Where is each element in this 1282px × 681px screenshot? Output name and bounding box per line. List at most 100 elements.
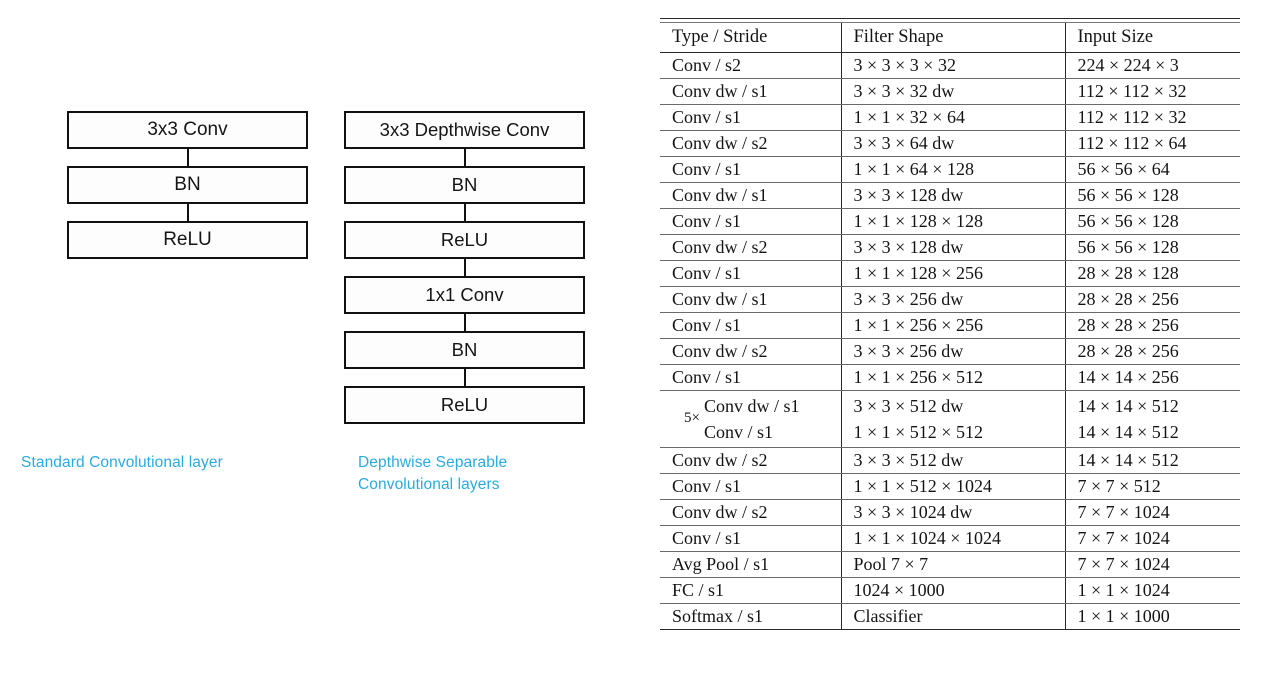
cell-type: Conv dw / s2 — [660, 338, 841, 365]
cell-input: 7 × 7 × 512 — [1064, 473, 1240, 500]
cell-filter: 1024 × 1000 — [840, 577, 1065, 604]
cell-type: Conv / s2 — [660, 52, 841, 79]
architecture-table: Type / Stride Filter Shape Input Size Co… — [660, 23, 1240, 629]
table-top-rule — [660, 18, 1240, 23]
cell-input-line-2: 14 × 14 × 512 — [1077, 421, 1179, 442]
cell-type: Conv / s1 — [660, 260, 841, 287]
table-bottom-rule — [660, 629, 1240, 630]
table-row: Conv dw / s1 3 × 3 × 256 dw 28 × 28 × 25… — [660, 286, 1240, 313]
cell-type: Conv / s1 — [660, 208, 841, 235]
cell-type: Conv dw / s2 — [660, 234, 841, 261]
flow-box-relu-1: ReLU — [344, 221, 585, 259]
cell-filter: 1 × 1 × 1024 × 1024 — [840, 525, 1065, 552]
flow-box-bn-1: BN — [344, 166, 585, 204]
cell-filter: 3 × 3 × 256 dw — [840, 338, 1065, 365]
repeat-multiplier: 5× — [684, 410, 700, 426]
cell-input: 28 × 28 × 128 — [1064, 260, 1240, 287]
cell-filter: 3 × 3 × 256 dw — [840, 286, 1065, 313]
flow-box-conv1x1: 1x1 Conv — [344, 276, 585, 314]
cell-filter: 1 × 1 × 32 × 64 — [840, 104, 1065, 131]
architecture-table-panel: Type / Stride Filter Shape Input Size Co… — [660, 18, 1240, 630]
flow-box-bn: BN — [67, 166, 308, 204]
cell-filter: 3 × 3 × 128 dw — [840, 182, 1065, 209]
flow-connector — [67, 149, 308, 166]
cell-type: Avg Pool / s1 — [660, 551, 841, 578]
cell-filter: 3 × 3 × 64 dw — [840, 130, 1065, 157]
table-row: Conv / s1 1 × 1 × 1024 × 1024 7 × 7 × 10… — [660, 525, 1240, 552]
flow-connector — [344, 204, 585, 221]
cell-type-line-2: Conv / s1 — [703, 421, 773, 442]
column-header-type-stride: Type / Stride — [660, 23, 841, 53]
cell-type: Conv / s1 — [660, 312, 841, 339]
cell-type: Conv dw / s2 — [660, 499, 841, 526]
table-row: Conv / s1 1 × 1 × 256 × 512 14 × 14 × 25… — [660, 364, 1240, 391]
cell-input: 56 × 56 × 128 — [1064, 208, 1240, 235]
table-row: Avg Pool / s1 Pool 7 × 7 7 × 7 × 1024 — [660, 551, 1240, 578]
cell-input: 7 × 7 × 1024 — [1064, 525, 1240, 552]
cell-filter: 3 × 3 × 3 × 32 — [840, 52, 1065, 79]
cell-filter: 1 × 1 × 256 × 512 — [840, 364, 1065, 391]
column-header-input-size: Input Size — [1064, 23, 1240, 53]
table-row: Conv / s1 1 × 1 × 32 × 64 112 × 112 × 32 — [660, 104, 1240, 131]
caption-depthwise-separable: Depthwise Separable Convolutional layers — [358, 452, 568, 496]
caption-standard-conv: Standard Convolutional layer — [21, 454, 223, 471]
cell-input: 28 × 28 × 256 — [1064, 338, 1240, 365]
table-row: Softmax / s1 Classifier 1 × 1 × 1000 — [660, 603, 1240, 629]
table-row: Conv dw / s2 3 × 3 × 64 dw 112 × 112 × 6… — [660, 130, 1240, 157]
cell-input-line-1: 14 × 14 × 512 — [1077, 395, 1179, 416]
flow-connector — [344, 149, 585, 166]
table-row: Conv / s1 1 × 1 × 64 × 128 56 × 56 × 64 — [660, 156, 1240, 183]
cell-input: 14 × 14 × 512 — [1064, 447, 1240, 474]
cell-filter: Pool 7 × 7 — [840, 551, 1065, 578]
table-row: FC / s1 1024 × 1000 1 × 1 × 1024 — [660, 577, 1240, 604]
flow-box-depthwise-conv3x3: 3x3 Depthwise Conv — [344, 111, 585, 149]
cell-input: 224 × 224 × 3 — [1064, 52, 1240, 79]
cell-filter-line-2: 1 × 1 × 512 × 512 — [853, 421, 983, 442]
cell-filter: 3 × 3 × 1024 dw — [840, 499, 1065, 526]
table-row: Conv dw / s2 3 × 3 × 512 dw 14 × 14 × 51… — [660, 447, 1240, 474]
table-row: Conv dw / s2 3 × 3 × 1024 dw 7 × 7 × 102… — [660, 499, 1240, 526]
cell-type: Conv / s1 — [660, 104, 841, 131]
table-row: Conv dw / s1 3 × 3 × 32 dw 112 × 112 × 3… — [660, 78, 1240, 105]
cell-type: Conv / s1 — [660, 156, 841, 183]
table-row: Conv / s1 1 × 1 × 128 × 128 56 × 56 × 12… — [660, 208, 1240, 235]
cell-type: Conv dw / s2 — [660, 130, 841, 157]
cell-type: Conv / s1 — [660, 473, 841, 500]
cell-filter: 3 × 3 × 32 dw — [840, 78, 1065, 105]
cell-input: 7 × 7 × 1024 — [1064, 551, 1240, 578]
cell-filter: 1 × 1 × 512 × 1024 — [840, 473, 1065, 500]
standard-conv-flow: 3x3 Conv BN ReLU — [67, 111, 308, 259]
cell-input: 112 × 112 × 32 — [1064, 104, 1240, 131]
cell-filter: 1 × 1 × 128 × 256 — [840, 260, 1065, 287]
cell-type: FC / s1 — [660, 577, 841, 604]
table-row: Conv dw / s2 3 × 3 × 256 dw 28 × 28 × 25… — [660, 338, 1240, 365]
caption-line-2: Convolutional layers — [358, 476, 500, 493]
cell-repeat-type: 5× Conv dw / s1 Conv / s1 — [660, 390, 841, 448]
flow-box-conv3x3: 3x3 Conv — [67, 111, 308, 149]
table-row: Conv / s2 3 × 3 × 3 × 32 224 × 224 × 3 — [660, 52, 1240, 79]
cell-filter-line-1: 3 × 3 × 512 dw — [853, 395, 964, 416]
cell-input: 56 × 56 × 128 — [1064, 234, 1240, 261]
cell-input: 14 × 14 × 256 — [1064, 364, 1240, 391]
cell-input: 28 × 28 × 256 — [1064, 312, 1240, 339]
cell-input: 112 × 112 × 32 — [1064, 78, 1240, 105]
table-body: Conv / s2 3 × 3 × 3 × 32 224 × 224 × 3 C… — [660, 52, 1240, 629]
table-row: Conv / s1 1 × 1 × 256 × 256 28 × 28 × 25… — [660, 312, 1240, 339]
cell-filter: 1 × 1 × 128 × 128 — [840, 208, 1065, 235]
flow-box-relu: ReLU — [67, 221, 308, 259]
cell-type: Conv / s1 — [660, 364, 841, 391]
cell-type: Conv dw / s1 — [660, 286, 841, 313]
flow-box-bn-2: BN — [344, 331, 585, 369]
depthwise-separable-flow: 3x3 Depthwise Conv BN ReLU 1x1 Conv BN R… — [344, 111, 585, 424]
cell-input: 1 × 1 × 1024 — [1064, 577, 1240, 604]
flow-connector — [344, 369, 585, 386]
figure-panel: 3x3 Conv BN ReLU 3x3 Depthwise Conv BN R… — [0, 0, 640, 681]
cell-input: 28 × 28 × 256 — [1064, 286, 1240, 313]
flow-connector — [344, 259, 585, 276]
flow-box-relu-2: ReLU — [344, 386, 585, 424]
cell-input: 56 × 56 × 64 — [1064, 156, 1240, 183]
cell-input: 112 × 112 × 64 — [1064, 130, 1240, 157]
cell-filter: 1 × 1 × 256 × 256 — [840, 312, 1065, 339]
table-header-row: Type / Stride Filter Shape Input Size — [660, 23, 1240, 53]
cell-filter: Classifier — [840, 603, 1065, 629]
